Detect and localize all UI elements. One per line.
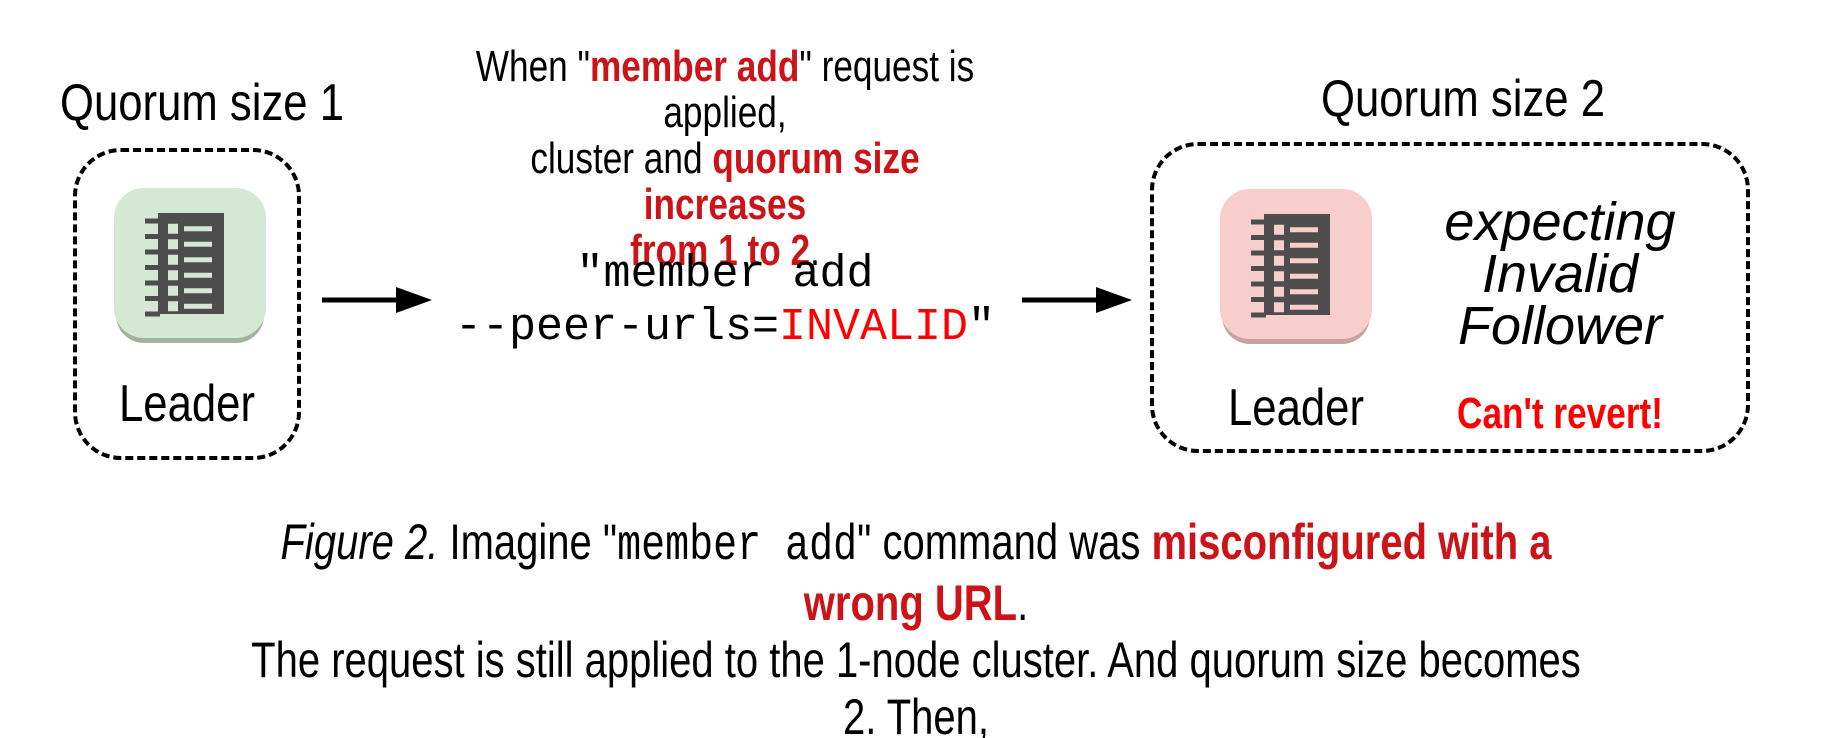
- raft-log-icon: [1251, 214, 1330, 318]
- cluster-box-after: Leader expecting Invalid Follower Can't …: [1150, 142, 1750, 453]
- expecting-follower-note: expecting Invalid Follower: [1444, 192, 1676, 356]
- quorum-size-1-title: Quorum size 1: [60, 74, 345, 132]
- member-add-command: "member add--peer-urls=INVALID": [454, 249, 996, 353]
- figure-caption: Figure 2. Imagine "member add" command w…: [251, 514, 1581, 738]
- quorum-size-2-title: Quorum size 2: [1321, 70, 1606, 128]
- raft-log-icon: [145, 213, 224, 317]
- leader-node-card: [114, 188, 266, 338]
- leader-node-card: [1220, 189, 1372, 339]
- arrow-right-icon: [1022, 287, 1132, 313]
- leader-label: Leader: [118, 375, 256, 433]
- arrow-right-icon: [322, 287, 432, 313]
- cant-revert-warning: Can't revert!: [1457, 389, 1663, 438]
- leader-label: Leader: [1227, 379, 1365, 437]
- cluster-box-before: Leader: [73, 148, 301, 460]
- member-add-note: When "member add" request is applied,clu…: [475, 42, 975, 275]
